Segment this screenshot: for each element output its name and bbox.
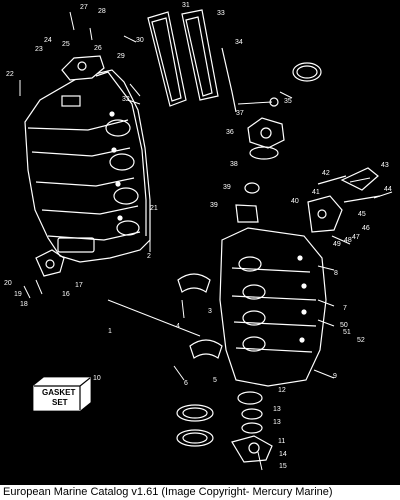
callout-22: 22: [6, 71, 14, 78]
callout-51: 51: [343, 329, 351, 336]
callout-18: 18: [20, 301, 28, 308]
callout-13b: 13: [273, 419, 281, 426]
bracket-assembly: [307, 167, 381, 245]
cylinder-block-left: [24, 69, 151, 263]
bolts: [19, 11, 393, 471]
gasket-set-box: [33, 377, 91, 411]
callout-41: 41: [312, 189, 320, 196]
callout-33: 33: [217, 10, 225, 17]
callout-40: 40: [291, 198, 299, 205]
callout-39b: 39: [210, 202, 218, 209]
main-bearing: [177, 273, 223, 359]
callout-21: 21: [150, 205, 158, 212]
image-caption: European Marine Catalog v1.61 (Image Cop…: [0, 485, 400, 500]
callout-29: 29: [117, 53, 125, 60]
exhaust-cover-plate: [181, 9, 219, 101]
callout-43: 43: [381, 162, 389, 169]
callout-6: 6: [184, 380, 188, 387]
callout-26: 26: [94, 45, 102, 52]
callout-44: 44: [384, 186, 392, 193]
callout-24: 24: [44, 37, 52, 44]
cylinder-block-right: [219, 227, 327, 387]
callout-14: 14: [279, 451, 287, 458]
callout-10: 10: [93, 375, 101, 382]
callout-17: 17: [75, 282, 83, 289]
callout-46: 46: [362, 225, 370, 232]
callout-16: 16: [62, 291, 70, 298]
callout-36: 36: [226, 129, 234, 136]
callout-30: 30: [136, 37, 144, 44]
callout-31: 31: [182, 2, 190, 9]
seal-stack: [176, 391, 273, 463]
seal-plate: [35, 249, 65, 277]
callout-27: 27: [80, 4, 88, 11]
callout-8: 8: [334, 270, 338, 277]
callout-28: 28: [98, 8, 106, 15]
top-cover: [61, 55, 105, 81]
callout-5: 5: [213, 377, 217, 384]
callout-37: 37: [236, 110, 244, 117]
callout-1: 1: [108, 328, 112, 335]
callout-13a: 13: [273, 406, 281, 413]
callout-7: 7: [343, 305, 347, 312]
callout-35: 35: [284, 98, 292, 105]
callout-52: 52: [357, 337, 365, 344]
callout-23: 23: [35, 46, 43, 53]
callout-39a: 39: [223, 184, 231, 191]
gasket-set-line1: GASKET: [42, 388, 75, 397]
callout-9: 9: [333, 373, 337, 380]
callout-38: 38: [230, 161, 238, 168]
gasket-set-line2: SET: [52, 398, 68, 407]
callout-11: 11: [278, 438, 285, 445]
callout-48: 48: [344, 237, 352, 244]
exploded-parts-diagram: 1 2 3 4 5 6 7 8 9 10 11 12 13 13 14 15 1…: [4, 2, 393, 471]
exhaust-cover-gasket: [147, 11, 187, 107]
callout-34: 34: [235, 39, 243, 46]
callout-47: 47: [352, 234, 360, 241]
callout-50: 50: [340, 322, 348, 329]
callout-3: 3: [208, 308, 212, 315]
callout-20: 20: [4, 280, 12, 287]
callout-4: 4: [176, 323, 180, 330]
callout-32: 32: [122, 96, 130, 103]
callout-15: 15: [279, 463, 287, 470]
callout-42: 42: [322, 170, 330, 177]
callout-49: 49: [333, 241, 341, 248]
callout-25: 25: [62, 41, 70, 48]
callout-45: 45: [358, 211, 366, 218]
callout-2: 2: [147, 253, 151, 260]
gasket-strip-34: [221, 47, 237, 113]
thermostat-housing: [235, 62, 322, 223]
callout-labels: 1 2 3 4 5 6 7 8 9 10 11 12 13 13 14 15 1…: [4, 2, 392, 470]
callout-12: 12: [278, 387, 286, 394]
callout-19: 19: [14, 291, 22, 298]
